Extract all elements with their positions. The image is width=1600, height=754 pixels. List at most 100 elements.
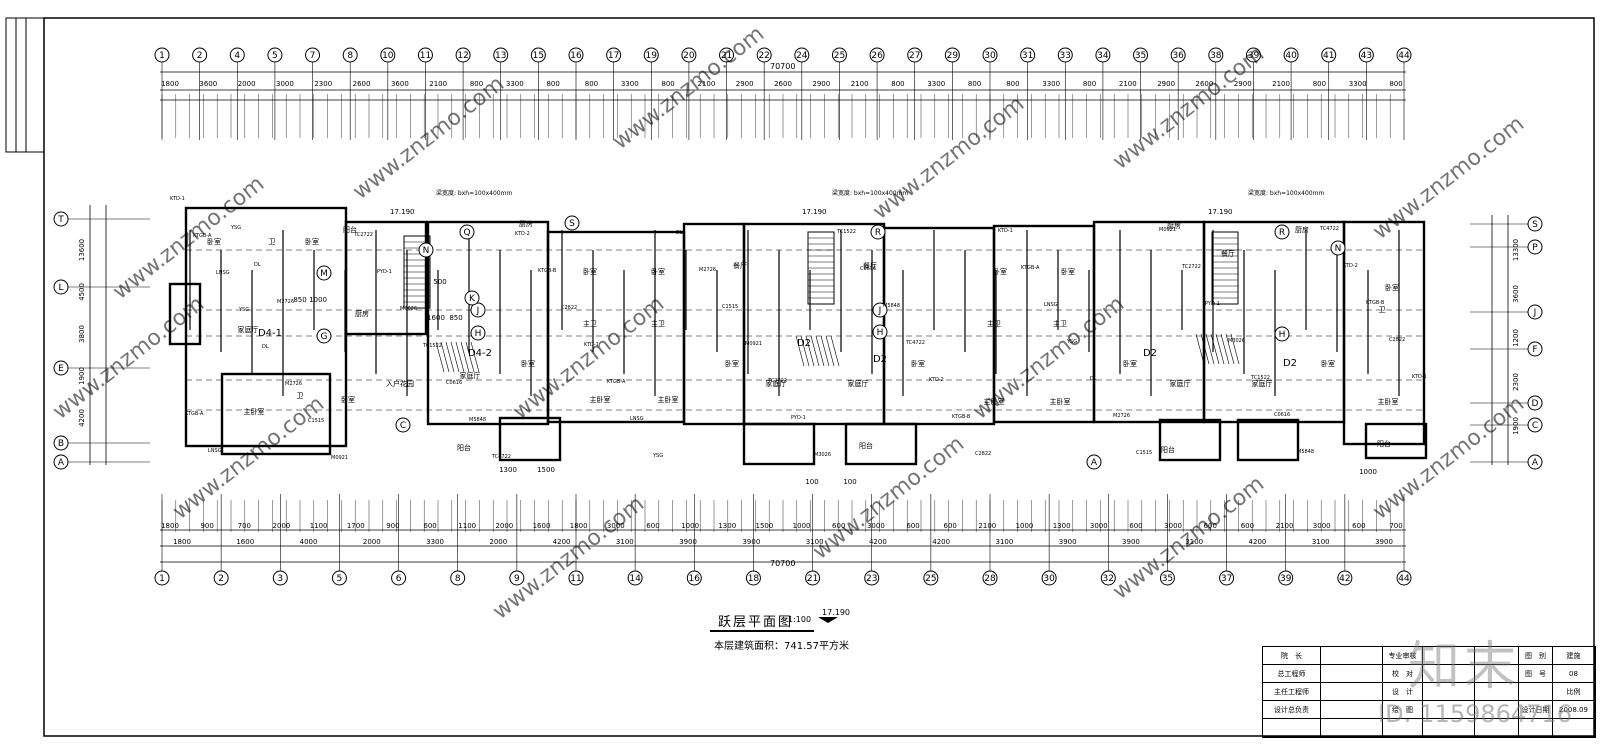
bottom-dim-value-2: 3100 [996, 538, 1014, 546]
plan-axis-N-circle [1330, 240, 1346, 256]
unit-label: D4-1 [258, 328, 282, 339]
bottom-dim-value: 3000 [867, 522, 885, 530]
bottom-axis-8-label: 8 [455, 574, 461, 584]
room-label: 主卫 [987, 319, 1001, 328]
room-label: 卧室 [305, 237, 319, 246]
bottom-dim-value: 1500 [756, 522, 774, 530]
stair-diagonal [1205, 333, 1215, 365]
bottom-dim-value-2: 2000 [363, 538, 381, 546]
top-dim-value: 3300 [621, 80, 639, 88]
room-label: 主卧室 [658, 395, 679, 404]
stair-outline [403, 235, 431, 309]
bottom-dim-value: 1000 [681, 522, 699, 530]
top-axis-25-label: 25 [834, 51, 845, 61]
plan-axis-S-circle [564, 215, 580, 231]
left-axis-B-label: B [58, 439, 64, 449]
top-axis-12-label: 12 [457, 51, 468, 61]
door-window-tag: TC1522 [836, 229, 856, 235]
room-label: 卫 [297, 392, 304, 400]
bottom-dim-value: 3000 [607, 522, 625, 530]
right-axis-P-label: P [1532, 243, 1538, 253]
top-dim-value: 800 [585, 80, 598, 88]
title-block-cell [1553, 719, 1595, 737]
bottom-dim-value: 700 [238, 522, 251, 530]
plan-axis-C-label: C [400, 421, 406, 431]
top-dim-value: 2100 [429, 80, 447, 88]
bottom-axis-42-label: 42 [1339, 574, 1350, 584]
top-dim-value: 800 [1313, 80, 1326, 88]
bottom-dim-value: 1700 [347, 522, 365, 530]
bottom-dim-value: 2100 [1276, 522, 1294, 530]
stair-diagonal [810, 335, 820, 367]
room-label: 主卧室 [590, 395, 611, 404]
wall-block [498, 416, 562, 462]
drawing-level: 17.190 [822, 608, 850, 617]
title-block-cell: 比例 [1553, 683, 1595, 701]
right-axis-J-label: J [1533, 308, 1537, 318]
door-window-tag: KTGB-B [952, 414, 971, 420]
bottom-dim-value-2: 3900 [1122, 538, 1140, 546]
room-label: 厨房 [1167, 221, 1181, 230]
watermark-text: www.znzmo.com [488, 491, 649, 624]
door-window-tag: KTD-1 [584, 342, 599, 348]
wall-block [1158, 418, 1222, 462]
stair-diagonal [795, 335, 805, 367]
left-axis-L-label: L [58, 283, 63, 293]
bottom-dim-value-2: 3900 [742, 538, 760, 546]
title-block-cell [1475, 665, 1519, 683]
bottom-dim-value: 1800 [570, 522, 588, 530]
door-window-tag: TC4722 [905, 340, 925, 346]
top-axis-19-label: 19 [646, 51, 658, 61]
door-window-tag: C0616 [1274, 412, 1290, 418]
door-window-tag: C2822 [561, 305, 577, 311]
room-label: 卧室 [1061, 267, 1075, 276]
total-dimension-bottom: 70700 [770, 559, 795, 568]
bottom-dim-value: 600 [423, 522, 436, 530]
stair-diagonal [830, 335, 840, 367]
top-axis-5-label: 5 [272, 51, 278, 61]
door-window-tag: KTGB-B [1366, 300, 1385, 306]
room-label: 卧室 [911, 359, 925, 368]
title-block-cell [1475, 719, 1519, 737]
title-block-cell: 总工程师 [1263, 665, 1321, 683]
wall-block [844, 422, 918, 466]
room-label: 阳台 [1161, 445, 1175, 454]
left-axis-T-label: T [57, 215, 64, 225]
bottom-axis-6-label: 6 [396, 574, 402, 584]
door-window-tag: C1515 [722, 304, 738, 310]
bottom-dim-value: 600 [906, 522, 919, 530]
room-label: 主卧室 [244, 407, 265, 416]
top-dim-value: 800 [968, 80, 981, 88]
title-block-cell [1423, 665, 1475, 683]
bottom-dim-value: 1600 [533, 522, 551, 530]
watermark-text: www.znzmo.com [348, 71, 509, 204]
stair-diagonal [1210, 333, 1220, 365]
top-axis-15-label: 15 [533, 51, 544, 61]
top-dim-value: 2900 [1234, 80, 1252, 88]
title-block-cell: 2008.09 [1553, 701, 1595, 719]
room-label: 入户花园 [386, 379, 414, 388]
plan-axis-J-label: J [476, 306, 480, 316]
top-axis-40-label: 40 [1285, 51, 1297, 61]
unit-label: D4-2 [468, 348, 492, 359]
plan-axis-H-label: H [475, 329, 482, 339]
stair-diagonal [460, 341, 470, 373]
beam-note-3: 梁宽度: bxh=100x400mm [1248, 189, 1324, 197]
room-label: 卫 [1379, 306, 1386, 314]
right-dim-value: 1200 [1512, 329, 1520, 347]
plan-axis-N-circle [418, 242, 434, 258]
floor-area-note: 本层建筑面积：741.57平方米 [714, 641, 849, 652]
title-block-cell [1321, 647, 1383, 665]
top-dim-value: 3600 [199, 80, 217, 88]
top-dim-value: 2900 [1157, 80, 1175, 88]
top-axis-11-label: 11 [420, 51, 431, 61]
room-label: 卧室 [583, 267, 597, 276]
top-axis-41-label: 41 [1323, 51, 1334, 61]
door-window-tag: C0616 [446, 380, 462, 386]
title-block-cell: 图 号 [1519, 665, 1553, 683]
small-dimension: 1000 [1359, 468, 1377, 476]
small-dimension: 100 [843, 478, 856, 486]
watermark-text: www.znzmo.com [508, 291, 669, 424]
title-block-cell: 专业审核 [1383, 647, 1423, 665]
